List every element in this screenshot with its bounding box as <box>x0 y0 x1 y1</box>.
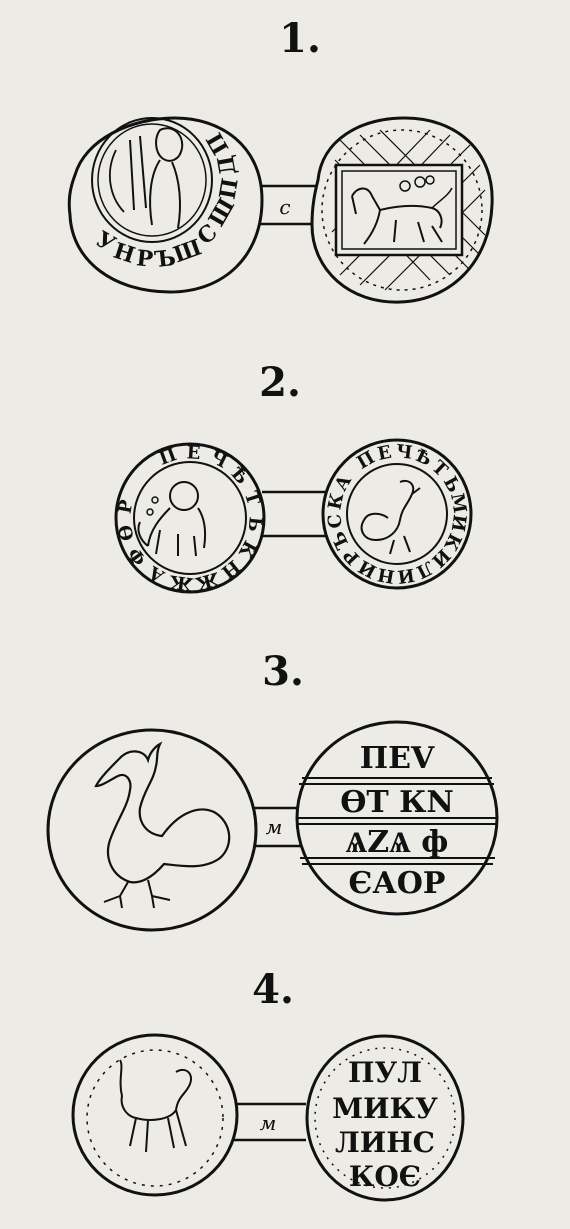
cord-letter-3: м <box>266 815 283 839</box>
seal-4-reverse: ПУЛ МИКУ ЛИНС КОЄ <box>305 1034 465 1202</box>
seal-4: м ПУЛ МИКУ ЛИНС КОЄ <box>71 1033 465 1202</box>
legend-char: Ь <box>244 516 266 533</box>
seal-3: м ПЕV ѲТ КN ѦΖѦ ф ЄАОР <box>46 720 499 932</box>
figure-number-3: 3. <box>262 648 304 695</box>
legend-char: Ж <box>168 570 195 594</box>
legend-char: Н <box>376 563 396 587</box>
cord-letter-4: м <box>260 1111 277 1135</box>
figure-number-1: 1. <box>279 15 321 62</box>
legend-char: Ч <box>395 441 414 464</box>
reverse-line: КОЄ <box>349 1160 421 1193</box>
cord-letter-1: c <box>279 195 290 219</box>
rooster-icon <box>360 480 421 555</box>
reverse-line: ПЕV <box>360 741 435 776</box>
figure-number-2: 2. <box>259 359 301 406</box>
legend-char: И <box>396 564 416 587</box>
legend-char: Р <box>135 245 154 273</box>
saint-figure-icon <box>109 127 184 229</box>
reverse-line: МИКУ <box>332 1092 438 1125</box>
legend-char: Ѳ <box>115 523 139 543</box>
legend-char: И <box>447 513 470 533</box>
figure-number-4: 4. <box>252 966 294 1013</box>
legend-char: С <box>324 513 347 530</box>
legend-char: К <box>324 491 348 512</box>
legend-char: П <box>156 444 179 470</box>
legend-char: Ъ <box>153 245 177 273</box>
legend-char: М <box>446 492 470 515</box>
seal-3-obverse <box>46 728 258 932</box>
legend-char: Е <box>376 442 394 465</box>
legend-char: Р <box>114 498 137 515</box>
reverse-line: ЛИНС <box>335 1126 435 1159</box>
legend-char: Д <box>213 153 242 177</box>
seal-3-reverse: ПЕV ѲТ КN ѦΖѦ ф ЄАОР <box>295 720 499 916</box>
seal-1-reverse <box>310 116 494 304</box>
seal-1-obverse: У Н Р Ъ Ш С Ш П Д П <box>67 116 264 294</box>
horse-icon <box>351 187 453 245</box>
seal-1: c У Н Р Ъ Ш С Ш П Д П <box>67 116 494 304</box>
rooster-icon <box>94 741 231 909</box>
star-ornament-icon <box>399 175 435 192</box>
reverse-line: ѲТ КN <box>340 785 454 820</box>
gryphon-icon <box>119 1059 192 1153</box>
legend-char: Е <box>186 442 201 464</box>
reverse-line: ѦΖѦ ф <box>346 825 449 860</box>
reverse-line: ЄАОР <box>349 866 446 901</box>
reverse-line: ПУЛ <box>348 1056 422 1089</box>
seal-4-obverse <box>71 1033 239 1197</box>
lion-icon <box>137 481 207 557</box>
legend-char: П <box>214 176 243 201</box>
